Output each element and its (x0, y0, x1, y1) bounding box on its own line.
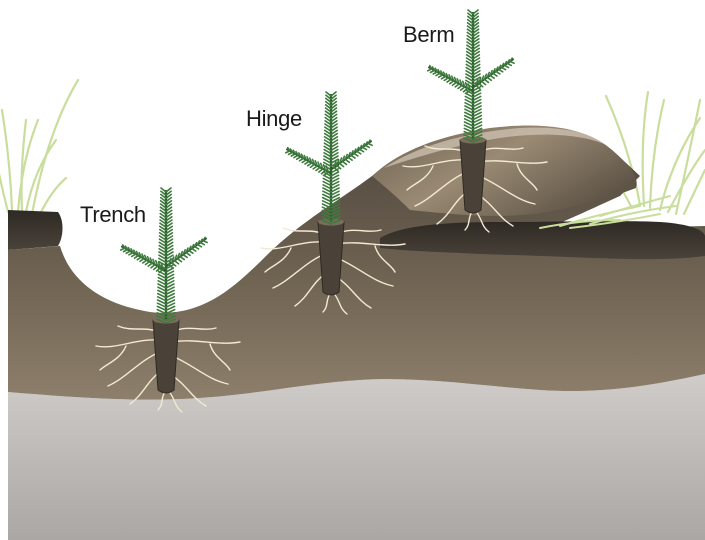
seedling-stem (464, 10, 482, 142)
seedling-stem (157, 188, 175, 323)
label-trench: Trench (80, 202, 146, 228)
seedling-stem (322, 92, 340, 224)
grass-tuft-icon (0, 80, 78, 214)
label-berm: Berm (403, 22, 454, 48)
surface-sod-left (8, 210, 63, 250)
label-hinge: Hinge (246, 106, 302, 132)
